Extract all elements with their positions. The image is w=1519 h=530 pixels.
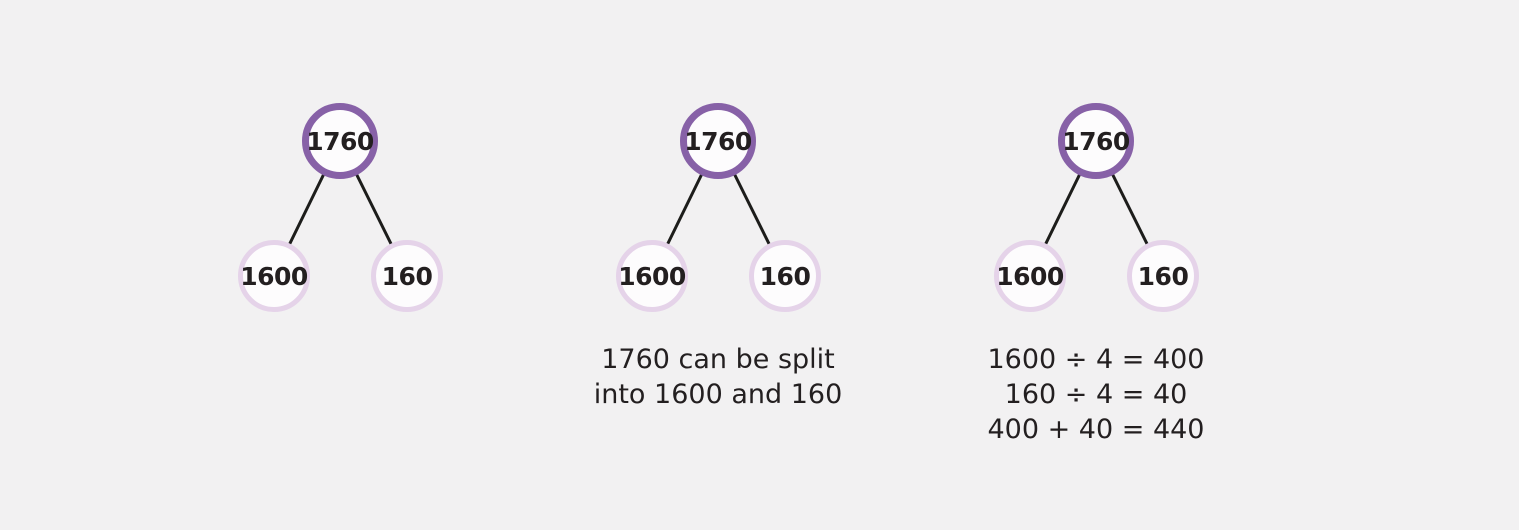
part-right-value: 160 xyxy=(759,261,811,291)
part-left-value: 1600 xyxy=(996,261,1064,291)
part-whole-diagram-1: 1760 1600 160 xyxy=(210,95,470,345)
caption-line: 1760 can be split xyxy=(601,344,835,375)
part-node-right: 160 xyxy=(749,240,821,312)
diagram-caption: 1600 ÷ 4 = 400 160 ÷ 4 = 40 400 + 40 = 4… xyxy=(916,342,1276,447)
part-node-left: 1600 xyxy=(238,240,310,312)
whole-value: 1760 xyxy=(306,126,374,156)
whole-value: 1760 xyxy=(1062,126,1130,156)
part-node-left: 1600 xyxy=(994,240,1066,312)
whole-node: 1760 xyxy=(302,103,378,179)
whole-node: 1760 xyxy=(680,103,756,179)
part-node-left: 1600 xyxy=(616,240,688,312)
part-whole-diagram-3: 1760 1600 160 1600 ÷ 4 = 400 160 ÷ 4 = 4… xyxy=(966,95,1226,445)
part-left-value: 1600 xyxy=(240,261,308,291)
part-node-right: 160 xyxy=(371,240,443,312)
caption-equation: 400 + 40 = 440 xyxy=(987,414,1205,445)
caption-equation: 160 ÷ 4 = 40 xyxy=(1004,379,1188,410)
whole-node: 1760 xyxy=(1058,103,1134,179)
caption-equation: 1600 ÷ 4 = 400 xyxy=(987,344,1205,375)
part-whole-diagram-2: 1760 1600 160 1760 can be split into 160… xyxy=(588,95,848,410)
caption-line: into 1600 and 160 xyxy=(593,379,843,410)
part-left-value: 1600 xyxy=(618,261,686,291)
whole-value: 1760 xyxy=(684,126,752,156)
part-right-value: 160 xyxy=(1137,261,1189,291)
part-node-right: 160 xyxy=(1127,240,1199,312)
part-right-value: 160 xyxy=(381,261,433,291)
diagram-caption: 1760 can be split into 1600 and 160 xyxy=(538,342,898,412)
